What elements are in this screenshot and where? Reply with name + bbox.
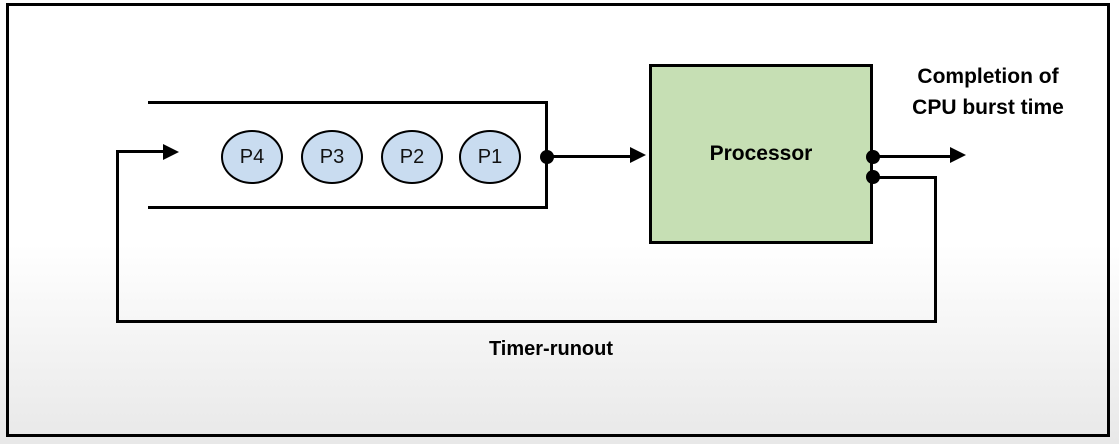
completion-arrowhead-icon xyxy=(950,147,966,163)
completion-label-line1: Completion of xyxy=(917,65,1059,88)
completion-label-line2: CPU burst time xyxy=(912,96,1064,119)
dispatch-arrowhead-icon xyxy=(630,147,646,163)
process-label: P4 xyxy=(239,145,265,168)
process-circle: P1 xyxy=(459,130,521,184)
dispatch-arrow-shaft xyxy=(547,155,632,158)
process-label: P1 xyxy=(477,145,503,168)
process-label: P2 xyxy=(399,145,425,168)
queue-entry-arrowhead-icon xyxy=(163,144,179,160)
feedback-bottom-line xyxy=(116,320,937,323)
feedback-top-line xyxy=(873,176,937,179)
queue-entry-arrow-shaft xyxy=(116,150,166,153)
timer-runout-label: Timer-runout xyxy=(488,338,614,360)
processor-output-junction-dot xyxy=(866,150,880,164)
outer-border xyxy=(6,3,1110,437)
queue-top-line xyxy=(148,101,548,104)
process-circle: P3 xyxy=(301,130,363,184)
feedback-left-line xyxy=(116,150,119,323)
feedback-right-line xyxy=(934,176,937,323)
completion-label: Completion of CPU burst time xyxy=(888,61,1088,123)
queue-bottom-line xyxy=(148,206,548,209)
processor-box: Processor xyxy=(649,64,873,244)
process-circle: P4 xyxy=(221,130,283,184)
process-label: P3 xyxy=(319,145,345,168)
completion-arrow-shaft xyxy=(876,155,952,158)
processor-label: Processor xyxy=(709,142,813,165)
process-circle: P2 xyxy=(381,130,443,184)
